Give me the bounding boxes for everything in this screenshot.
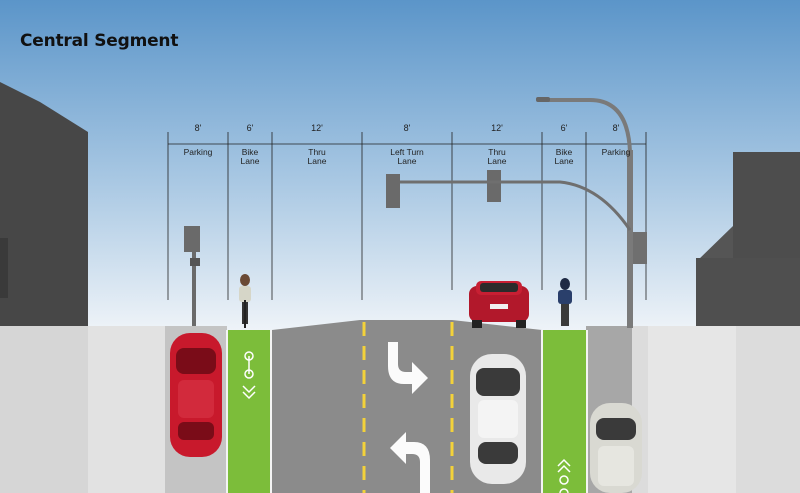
lane-label: Parking <box>183 147 213 157</box>
right-building <box>696 152 800 330</box>
cyclist-icon <box>239 274 251 328</box>
lane-width: 8' <box>194 123 202 133</box>
lane-label: Lane <box>307 155 327 166</box>
lane-width: 12' <box>491 123 503 133</box>
lane-width: 12' <box>311 123 323 133</box>
turn-arrow-right-icon <box>388 342 428 394</box>
signal-pole-left <box>184 226 200 326</box>
car-icon <box>170 333 222 457</box>
lane-header-parking-left: 8' Parking <box>168 124 228 157</box>
lane-width: 8' <box>612 123 620 133</box>
lane-header-bike-left: 6' Bike Lane <box>228 124 272 165</box>
cyclist-icon <box>558 278 572 326</box>
lane-label: Lane <box>397 155 417 166</box>
diagram-title: Central Segment <box>20 31 179 51</box>
turn-arrow-left-icon <box>390 432 430 493</box>
lane-header-thru-left: 12' Thru Lane <box>272 124 362 165</box>
dimension-lines <box>167 132 647 300</box>
left-building <box>0 82 88 330</box>
lane-header-parking-right: 8' Parking <box>586 124 646 157</box>
bike-lane-left <box>228 330 270 493</box>
lane-width: 8' <box>403 123 411 133</box>
lane-label: Thru <box>488 147 506 157</box>
lane-width: 6' <box>560 123 568 133</box>
lane-header-bike-right: 6' Bike Lane <box>542 124 586 165</box>
lane-label: Bike <box>555 147 573 157</box>
yellow-lane-stripes <box>362 322 454 493</box>
traffic-signal-icon <box>386 170 632 231</box>
lane-label: Lane <box>554 155 574 166</box>
lane-label: Lane <box>240 155 260 166</box>
bicycle-icon <box>557 458 571 493</box>
streetlight-icon <box>536 97 647 328</box>
lane-label: Thru <box>308 147 326 157</box>
lane-label: Parking <box>601 147 631 157</box>
lane-header-left-turn: 8' Left Turn Lane <box>362 124 452 165</box>
lane-label: Left Turn <box>390 147 424 157</box>
bike-lane-right <box>543 330 586 493</box>
lane-label: Bike <box>241 147 259 157</box>
lane-label: Lane <box>487 155 507 166</box>
car-icon <box>469 281 529 328</box>
lane-header-thru-right: 12' Thru Lane <box>452 124 542 165</box>
car-icon <box>470 354 526 484</box>
sky <box>0 0 800 330</box>
car-icon <box>590 403 642 493</box>
bicycle-icon <box>242 351 256 400</box>
lane-width: 6' <box>246 123 254 133</box>
